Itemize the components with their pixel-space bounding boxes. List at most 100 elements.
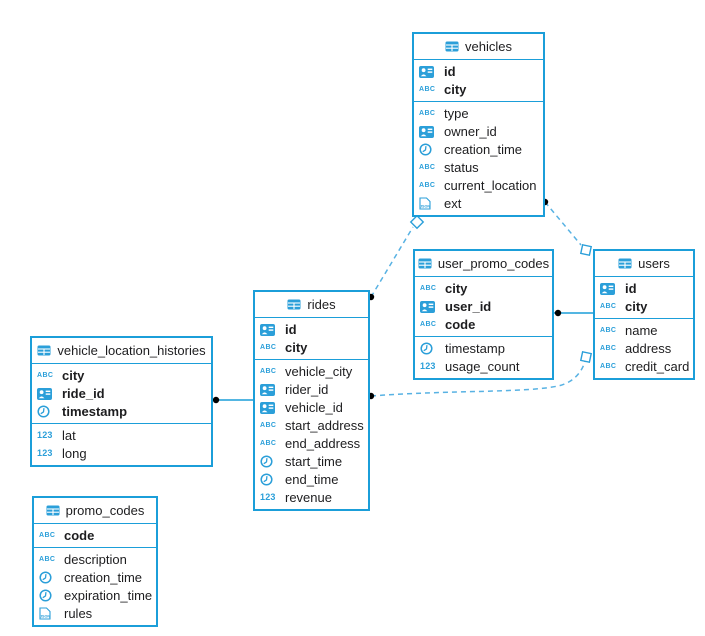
id-type-icon: [419, 65, 439, 78]
table-icon: [37, 345, 51, 356]
table-header[interactable]: promo_codes: [34, 498, 156, 524]
relation-rides-vehicles-line[interactable]: [370, 226, 414, 298]
column-row[interactable]: 123 lat: [32, 427, 211, 445]
column-name: current_location: [444, 177, 537, 193]
string-type-icon: ABC: [419, 86, 436, 93]
column-row[interactable]: id: [255, 321, 368, 339]
relation-endpoint-dot: [212, 396, 220, 404]
column-name: rider_id: [285, 381, 329, 397]
id-type-icon: [419, 125, 439, 138]
table-icon: [618, 258, 632, 269]
table-header[interactable]: rides: [255, 292, 368, 318]
column-row[interactable]: user_id: [415, 298, 552, 316]
column-row[interactable]: 123 usage_count: [415, 358, 552, 376]
json-type-icon: JSON: [39, 607, 59, 620]
table-vehicles[interactable]: vehicles id ABC city ABC type owner_id: [412, 32, 545, 217]
table-user-promo-codes[interactable]: user_promo_codes ABC city user_id ABC co…: [413, 249, 554, 380]
column-row[interactable]: ABC description: [34, 551, 156, 569]
column-row[interactable]: ABC address: [595, 340, 693, 358]
table-rides[interactable]: rides id ABC city ABC vehicle_city rider…: [253, 290, 370, 511]
column-name: description: [64, 551, 127, 567]
column-name: creation_time: [444, 141, 523, 157]
table-header[interactable]: users: [595, 251, 693, 277]
column-row[interactable]: ABC type: [414, 105, 543, 123]
number-type-icon: 123: [37, 448, 53, 458]
table-title: user_promo_codes: [437, 256, 550, 271]
column-row[interactable]: ABC current_location: [414, 177, 543, 195]
column-row[interactable]: creation_time: [34, 569, 156, 587]
column-row[interactable]: ABC city: [414, 81, 543, 99]
column-name: end_address: [285, 435, 361, 451]
string-type-icon: ABC: [600, 363, 617, 370]
number-type-icon: 123: [420, 361, 436, 371]
table-users[interactable]: users id ABC city ABC name ABC address A…: [593, 249, 695, 380]
column-name: timestamp: [445, 340, 505, 356]
column-row[interactable]: ABC end_address: [255, 435, 368, 453]
string-type-icon: ABC: [420, 285, 437, 292]
id-type-icon: [420, 300, 440, 313]
relation-vehicles-users-line[interactable]: [544, 201, 582, 246]
column-name: city: [444, 81, 467, 97]
column-row[interactable]: expiration_time: [34, 587, 156, 605]
timestamp-type-icon: [260, 473, 280, 486]
column-row[interactable]: timestamp: [32, 403, 211, 421]
column-row[interactable]: ABC credit_card: [595, 358, 693, 376]
column-name: city: [285, 339, 308, 355]
id-type-icon: [260, 323, 280, 336]
column-name: city: [62, 367, 85, 383]
column-row[interactable]: ABC code: [34, 527, 156, 545]
column-row[interactable]: 123 revenue: [255, 489, 368, 507]
column-name: rules: [64, 605, 93, 621]
column-row[interactable]: ABC start_address: [255, 417, 368, 435]
table-icon: [46, 505, 60, 516]
column-row[interactable]: ride_id: [32, 385, 211, 403]
column-row[interactable]: ABC code: [415, 316, 552, 334]
id-type-icon: [260, 401, 280, 414]
column-row[interactable]: 123 long: [32, 445, 211, 463]
column-name: type: [444, 105, 469, 121]
column-row[interactable]: ABC city: [255, 339, 368, 357]
column-row[interactable]: ABC city: [32, 367, 211, 385]
column-name: address: [625, 340, 672, 356]
column-row[interactable]: end_time: [255, 471, 368, 489]
table-vehicle-location-histories[interactable]: vehicle_location_histories ABC city ride…: [30, 336, 213, 467]
table-icon: [445, 41, 459, 52]
column-row[interactable]: timestamp: [415, 340, 552, 358]
column-row[interactable]: JSON ext: [414, 195, 543, 213]
column-row[interactable]: ABC city: [595, 298, 693, 316]
column-row[interactable]: ABC name: [595, 322, 693, 340]
svg-text:JSON: JSON: [40, 615, 50, 619]
string-type-icon: ABC: [39, 556, 56, 563]
table-header[interactable]: vehicle_location_histories: [32, 338, 211, 364]
column-name: ride_id: [62, 385, 105, 401]
column-name: id: [625, 280, 637, 296]
column-name: ext: [444, 195, 462, 211]
table-promo-codes[interactable]: promo_codes ABC code ABC description cre…: [32, 496, 158, 627]
column-name: start_time: [285, 453, 343, 469]
column-row[interactable]: creation_time: [414, 141, 543, 159]
column-row[interactable]: rider_id: [255, 381, 368, 399]
column-name: vehicle_id: [285, 399, 343, 415]
string-type-icon: ABC: [420, 321, 437, 328]
column-row[interactable]: id: [414, 63, 543, 81]
number-type-icon: 123: [37, 430, 53, 440]
column-row[interactable]: ABC city: [415, 280, 552, 298]
id-type-icon: [37, 387, 57, 400]
relation-rides-users-line[interactable]: [370, 360, 586, 397]
column-row[interactable]: id: [595, 280, 693, 298]
column-row[interactable]: vehicle_id: [255, 399, 368, 417]
string-type-icon: ABC: [260, 344, 277, 351]
column-row[interactable]: start_time: [255, 453, 368, 471]
column-row[interactable]: ABC vehicle_city: [255, 363, 368, 381]
table-title: promo_codes: [65, 503, 145, 518]
table-title: vehicle_location_histories: [57, 343, 206, 358]
table-header[interactable]: user_promo_codes: [415, 251, 552, 277]
timestamp-type-icon: [37, 405, 57, 418]
column-row[interactable]: JSON rules: [34, 605, 156, 623]
column-name: creation_time: [64, 569, 143, 585]
timestamp-type-icon: [39, 571, 59, 584]
column-row[interactable]: owner_id: [414, 123, 543, 141]
id-type-icon: [260, 383, 280, 396]
table-header[interactable]: vehicles: [414, 34, 543, 60]
column-row[interactable]: ABC status: [414, 159, 543, 177]
